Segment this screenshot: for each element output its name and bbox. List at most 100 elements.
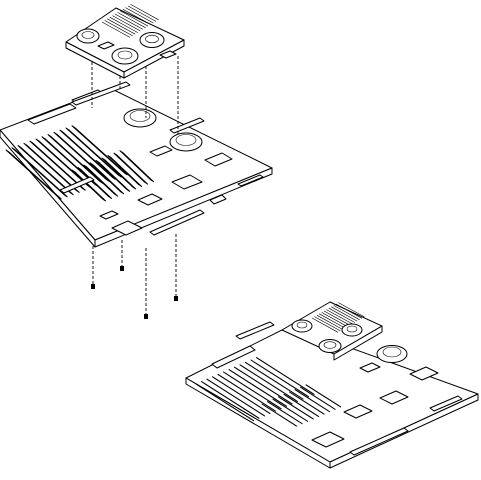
memory-slot xyxy=(223,371,282,410)
front-connector-d xyxy=(209,194,227,205)
board-fan-b xyxy=(111,47,139,65)
heat-sink-fin xyxy=(331,306,358,322)
socket-left xyxy=(123,108,157,128)
memory-slot xyxy=(272,398,309,422)
heat-sink-fin xyxy=(101,21,131,38)
assembled-fan-a xyxy=(291,319,313,333)
memory-slot xyxy=(201,381,260,419)
heat-sink-fin xyxy=(120,10,149,27)
front-connector-a xyxy=(149,209,205,236)
assembled-fan-b xyxy=(318,339,342,353)
chip-a xyxy=(204,152,233,167)
assembled-chip-b xyxy=(379,390,409,405)
heat-sink-fin xyxy=(125,7,154,24)
board-fan-c xyxy=(139,32,165,48)
memory-slot xyxy=(278,396,314,420)
heat-sink-fin xyxy=(321,312,348,327)
memory-slot xyxy=(239,364,299,403)
heat-sink-fin xyxy=(316,314,343,330)
board-fan-a xyxy=(76,28,100,44)
memory-slot xyxy=(234,366,293,405)
processor-board-left-edge xyxy=(65,41,125,79)
heat-sink-fin xyxy=(314,316,341,332)
screw-lines xyxy=(92,234,177,314)
memory-slot xyxy=(195,383,255,422)
memory-slot xyxy=(71,169,107,202)
heat-sink-fin xyxy=(122,8,151,25)
heat-sink-fin xyxy=(127,5,157,22)
assembled-chip-a xyxy=(409,366,439,381)
assembled-memory-slots xyxy=(195,357,342,427)
memory-slot xyxy=(17,145,74,196)
screw-icon xyxy=(91,284,95,289)
memory-slot xyxy=(23,142,80,193)
chip-d xyxy=(111,220,143,236)
memory-slot xyxy=(65,127,122,178)
memory-slot xyxy=(250,359,310,398)
assembled-socket xyxy=(376,345,408,363)
memory-slot xyxy=(267,401,303,425)
memory-slot xyxy=(77,167,113,199)
chip-c xyxy=(137,193,163,206)
assembled-heat-sink-fins xyxy=(311,302,365,333)
heat-sink-fin xyxy=(328,307,355,323)
memory-slot xyxy=(261,403,298,427)
memory-slot xyxy=(29,140,86,191)
heat-sink-fin xyxy=(117,12,146,29)
front-connector-b xyxy=(237,174,264,187)
processor-board-exploded xyxy=(65,4,185,79)
memory-slot xyxy=(245,361,304,400)
heat-sink-fin xyxy=(335,303,363,319)
rear-connector xyxy=(27,103,77,125)
assembled-front-connector xyxy=(349,427,409,456)
heat-sink-fin xyxy=(114,13,144,30)
heat-sink-fin xyxy=(130,4,159,21)
heat-sink-fin xyxy=(323,310,351,326)
heat-sink-fins xyxy=(101,4,159,38)
heat-sink-fin xyxy=(107,18,136,35)
seat-rail-b xyxy=(169,117,205,134)
heat-sink-fin xyxy=(104,20,133,37)
memory-slot xyxy=(305,384,342,408)
memory-slot xyxy=(217,373,277,412)
heat-sink-fin xyxy=(326,309,353,325)
memory-slot xyxy=(113,152,149,185)
heat-sink-fin xyxy=(319,313,346,329)
motherboard-exploded xyxy=(0,81,273,248)
alignment-lines xyxy=(91,56,179,136)
assembled-fan-c xyxy=(341,323,363,337)
memory-slot xyxy=(83,164,119,197)
memory-slot xyxy=(89,162,125,195)
screw-icon xyxy=(144,314,148,319)
memory-slot xyxy=(256,357,315,395)
screws xyxy=(91,266,178,319)
memory-slot xyxy=(212,376,271,415)
assembled-chip-e xyxy=(359,362,381,373)
heat-sink-fin xyxy=(333,305,360,320)
memory-slot xyxy=(206,378,266,417)
memory-slot xyxy=(107,155,143,187)
heat-sink-fin xyxy=(109,16,138,33)
memory-slot xyxy=(101,157,137,190)
assembled-front-connector-b xyxy=(429,395,463,412)
motherboard-assembled xyxy=(185,301,479,469)
memory-slot xyxy=(95,159,131,192)
memory-slot xyxy=(283,393,320,418)
memory-slot xyxy=(119,150,155,183)
assembled-chip-c xyxy=(343,404,373,419)
memory-slot xyxy=(289,391,325,415)
screw-icon xyxy=(174,296,178,301)
chip-f xyxy=(99,210,119,220)
screw-icon xyxy=(120,266,124,271)
assembled-rear-connector xyxy=(211,345,256,369)
memory-slot-bank xyxy=(5,125,155,202)
board-chip-2 xyxy=(159,50,177,59)
memory-slot xyxy=(5,149,62,200)
memory-slot xyxy=(294,389,331,413)
assembled-chip-d xyxy=(311,431,345,448)
memory-slot xyxy=(11,147,68,198)
memory-slot xyxy=(71,125,128,176)
seat-rail-a xyxy=(71,81,131,106)
